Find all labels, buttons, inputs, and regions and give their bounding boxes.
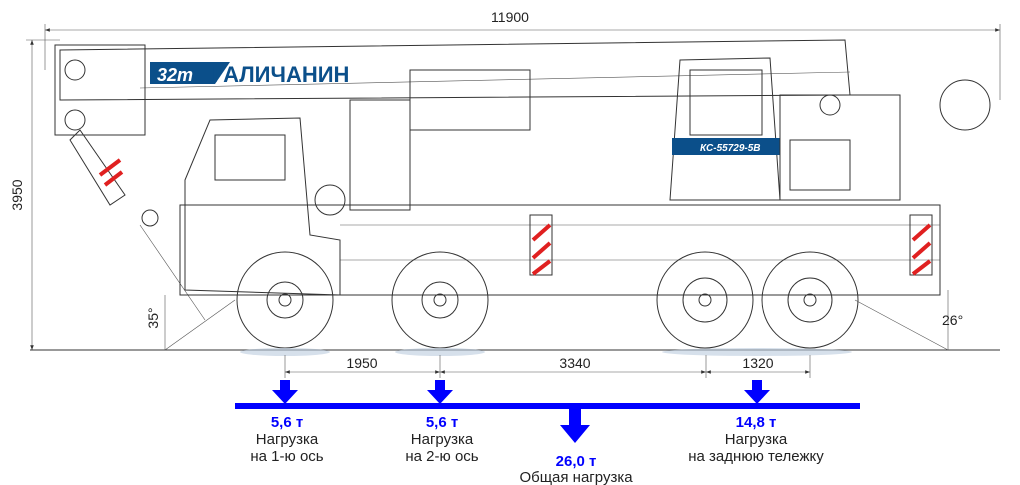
crane-boom: 32т ГАЛИЧАНИН xyxy=(54,39,851,321)
load-1-value: 5,6 т xyxy=(271,414,303,431)
load-bogie-value: 14,8 т xyxy=(736,414,777,431)
wheel-axle-4 xyxy=(761,251,859,349)
bogie-spacing-label: 1320 xyxy=(742,355,773,371)
wheel-axle-3 xyxy=(656,251,754,349)
axle-spacing-dimensions: 1950 3340 1320 xyxy=(284,355,811,378)
height-label: 3950 xyxy=(9,179,25,210)
axle-2-bogie-label: 3340 xyxy=(559,355,590,371)
wheels xyxy=(236,251,859,356)
height-dimension: 3950 xyxy=(9,39,60,350)
capacity-badge: 32т xyxy=(157,65,193,85)
load-arrow-total xyxy=(560,407,590,443)
load-2-sublabel: на 2-ю ось xyxy=(405,448,478,465)
load-arrow-axle-1 xyxy=(272,380,298,404)
length-dimension: 11900 xyxy=(44,9,1001,100)
axle-1-2-label: 1950 xyxy=(346,355,377,371)
total-load-label: Общая нагрузка xyxy=(519,469,633,485)
load-2-value: 5,6 т xyxy=(426,414,458,431)
wheel-axle-1 xyxy=(236,251,334,349)
front-angle-label: 35° xyxy=(145,307,161,328)
length-label: 11900 xyxy=(491,9,529,25)
operator-cab: КС-55729-5В xyxy=(669,57,991,201)
model-plate: КС-55729-5В xyxy=(700,143,761,154)
load-beam xyxy=(235,403,860,409)
rear-angle-label: 26° xyxy=(942,312,963,328)
load-1-label: Нагрузка xyxy=(256,431,319,448)
load-bogie-sublabel: на заднюю тележку xyxy=(688,448,824,465)
load-diagram: 5,6 т Нагрузка на 1-ю ось 5,6 т Нагрузка… xyxy=(235,380,860,485)
rear-angle: 26° xyxy=(854,290,963,351)
capacity-badge-bg xyxy=(150,62,230,84)
brand-name: ГАЛИЧАНИН xyxy=(212,62,349,87)
truck-cab xyxy=(184,117,346,296)
load-2-label: Нагрузка xyxy=(411,431,474,448)
load-arrow-bogie xyxy=(744,380,770,404)
total-load-value: 26,0 т xyxy=(556,453,597,470)
load-1-sublabel: на 1-ю ось xyxy=(250,448,323,465)
front-angle: 35° xyxy=(145,295,236,351)
truck-chassis xyxy=(179,204,941,296)
load-arrow-axle-2 xyxy=(427,380,453,404)
load-bogie-label: Нагрузка xyxy=(725,431,788,448)
wheel-axle-2 xyxy=(391,251,489,349)
